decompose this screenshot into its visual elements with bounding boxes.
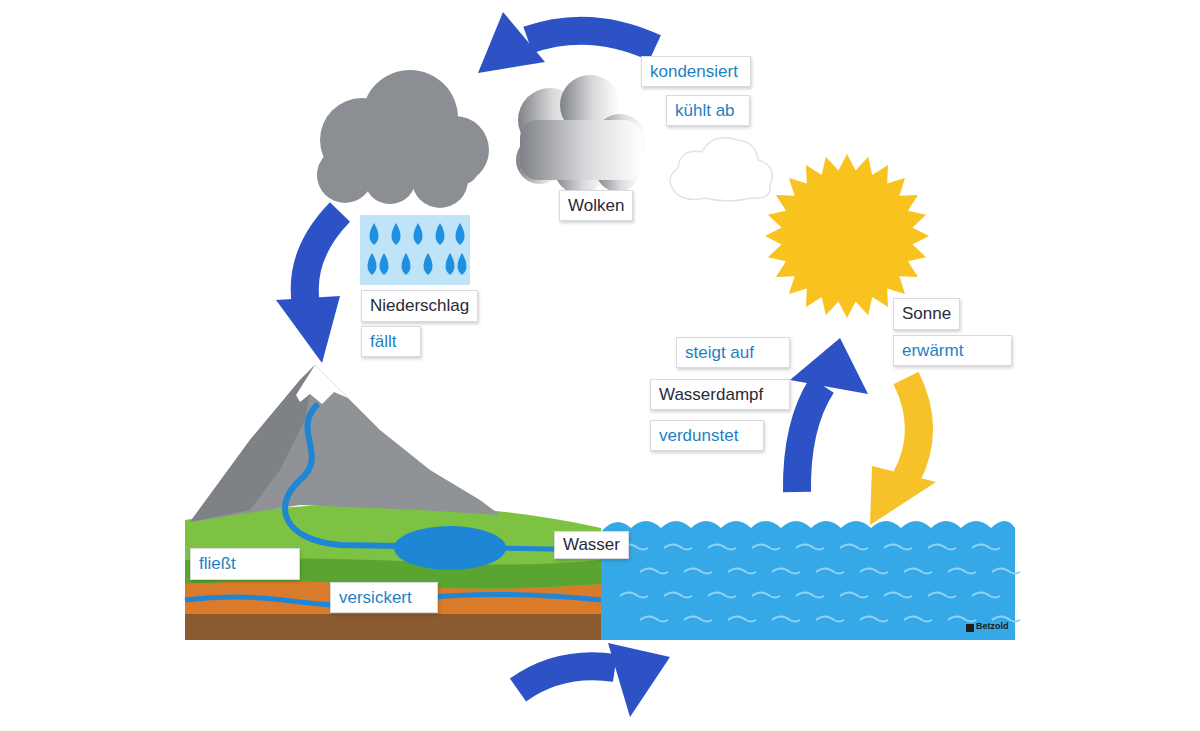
term-card: kondensiert — [641, 56, 751, 87]
raindrop — [392, 223, 401, 245]
raindrop — [424, 253, 433, 275]
wave — [928, 545, 956, 550]
wave — [840, 545, 868, 550]
wave — [904, 617, 932, 622]
raindrop — [370, 223, 379, 245]
logo-mark — [966, 624, 974, 632]
wave — [772, 569, 800, 574]
term-card: versickert — [330, 582, 438, 613]
cycle-arrow — [518, 643, 670, 717]
wave — [884, 593, 912, 598]
vapour-cloud — [670, 138, 772, 201]
term-text: fällt — [370, 332, 396, 352]
wave — [816, 569, 844, 574]
wave — [640, 617, 668, 622]
raindrop — [436, 223, 445, 245]
term-card: erwärmt — [893, 335, 1012, 366]
term-card: steigt auf — [676, 337, 790, 368]
wave — [884, 545, 912, 550]
wave — [948, 569, 976, 574]
raindrop — [402, 253, 411, 275]
raindrop — [368, 253, 377, 275]
wave — [728, 569, 756, 574]
term-text: kühlt ab — [675, 101, 735, 121]
cycle-arrow — [478, 12, 655, 73]
term-card: Wasser — [554, 531, 629, 559]
wave — [728, 617, 756, 622]
wave — [840, 593, 868, 598]
term-text: Wolken — [568, 196, 624, 216]
term-card: fließt — [190, 548, 300, 580]
wave — [972, 545, 1000, 550]
sea — [601, 521, 1020, 640]
raindrop — [414, 223, 423, 245]
raindrop — [380, 253, 389, 275]
wave — [664, 545, 692, 550]
wave — [752, 545, 780, 550]
landscape — [185, 365, 601, 640]
wave — [772, 617, 800, 622]
term-text: Sonne — [902, 304, 951, 324]
heat-arrow — [870, 378, 936, 525]
term-text: Niederschlag — [370, 296, 469, 316]
wave — [928, 593, 956, 598]
term-text: Wasserdampf — [659, 385, 763, 405]
wave — [708, 593, 736, 598]
wave — [972, 593, 1000, 598]
term-card: fällt — [361, 326, 421, 357]
wave — [752, 593, 780, 598]
cooling-cloud — [516, 75, 646, 194]
wave — [860, 617, 888, 622]
sun — [765, 154, 929, 318]
term-text: erwärmt — [902, 341, 963, 361]
term-text: fließt — [199, 554, 236, 574]
wave — [620, 593, 648, 598]
rain-panel — [360, 215, 470, 285]
wave — [684, 569, 712, 574]
term-text: Wasser — [563, 535, 620, 555]
raindrop — [446, 253, 455, 275]
wave — [816, 617, 844, 622]
raindrop — [456, 223, 465, 245]
wave — [904, 569, 932, 574]
wave — [684, 617, 712, 622]
term-card: Wolken — [559, 190, 633, 221]
wave — [640, 569, 668, 574]
rain-cloud — [317, 70, 489, 208]
term-card: kühlt ab — [666, 95, 750, 126]
wave — [948, 617, 976, 622]
wave — [708, 545, 736, 550]
raindrop — [458, 253, 467, 275]
wave — [796, 593, 824, 598]
term-card: verdunstet — [650, 420, 764, 451]
term-card: Sonne — [893, 298, 960, 330]
cycle-arrow — [276, 212, 340, 363]
watermark: Betzold — [976, 621, 1009, 631]
cycle-arrow — [790, 338, 868, 492]
term-card: Niederschlag — [361, 290, 478, 322]
wave — [796, 545, 824, 550]
wave — [992, 569, 1020, 574]
term-text: verdunstet — [659, 426, 738, 446]
wave — [664, 593, 692, 598]
term-text: steigt auf — [685, 343, 754, 363]
wave — [992, 617, 1020, 622]
term-card: Wasserdampf — [650, 379, 790, 410]
wave — [860, 569, 888, 574]
term-text: versickert — [339, 588, 412, 608]
term-text: kondensiert — [650, 62, 738, 82]
